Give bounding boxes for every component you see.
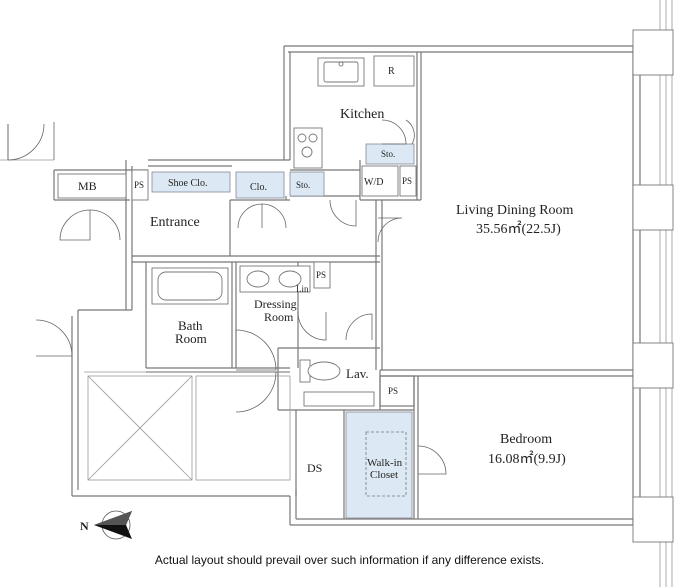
washer-dryer-label: W/D: [364, 177, 383, 188]
lavatory-label: Lav.: [346, 366, 369, 381]
kitchen-label: Kitchen: [340, 107, 384, 122]
pipe-space-entrance-label: PS: [134, 180, 144, 190]
bath-room-label-1: Bath: [178, 318, 203, 333]
bath-room-label-2: Room: [175, 331, 207, 346]
dressing-room-label-1: Dressing: [254, 297, 297, 311]
north-compass: N: [80, 510, 132, 540]
refrigerator-label: R: [388, 66, 395, 77]
kitchen-storage-label: Sto.: [381, 149, 395, 159]
ds-label: DS: [307, 461, 322, 475]
living-dining-label: Living Dining Room: [456, 203, 574, 218]
linen-label: Lin: [296, 284, 309, 294]
pipe-space-kitchen-label: PS: [402, 176, 412, 186]
interior-walls: [84, 52, 633, 519]
entrance-label: Entrance: [150, 215, 200, 230]
pipe-space-dressing-label: PS: [316, 270, 326, 280]
room-labels: Kitchen R Sto. Sto. W/D PS PS PS PS MB S…: [78, 66, 574, 481]
bedroom-label: Bedroom: [500, 432, 552, 447]
mb-label: MB: [78, 179, 97, 193]
facade-columns: [632, 29, 674, 543]
walls: [0, 0, 673, 587]
closet-label: Clo.: [250, 182, 267, 193]
compass-north-label: N: [80, 519, 89, 533]
walk-in-closet-label-2: Closet: [370, 469, 398, 481]
walk-in-closet-label-1: Walk-in: [367, 457, 403, 469]
shoe-closet-label: Shoe Clo.: [168, 178, 207, 189]
hall-storage-label: Sto.: [296, 180, 310, 190]
dressing-room-label-2: Room: [264, 310, 294, 324]
bedroom-area: 16.08㎡(9.9J): [488, 451, 566, 467]
pipe-space-bedroom-label: PS: [388, 386, 398, 396]
living-dining-area: 35.56㎡(22.5J): [476, 221, 561, 237]
disclaimer-text: Actual layout should prevail over such i…: [154, 553, 545, 567]
doors: [7, 119, 447, 475]
fixtures: [57, 55, 417, 519]
